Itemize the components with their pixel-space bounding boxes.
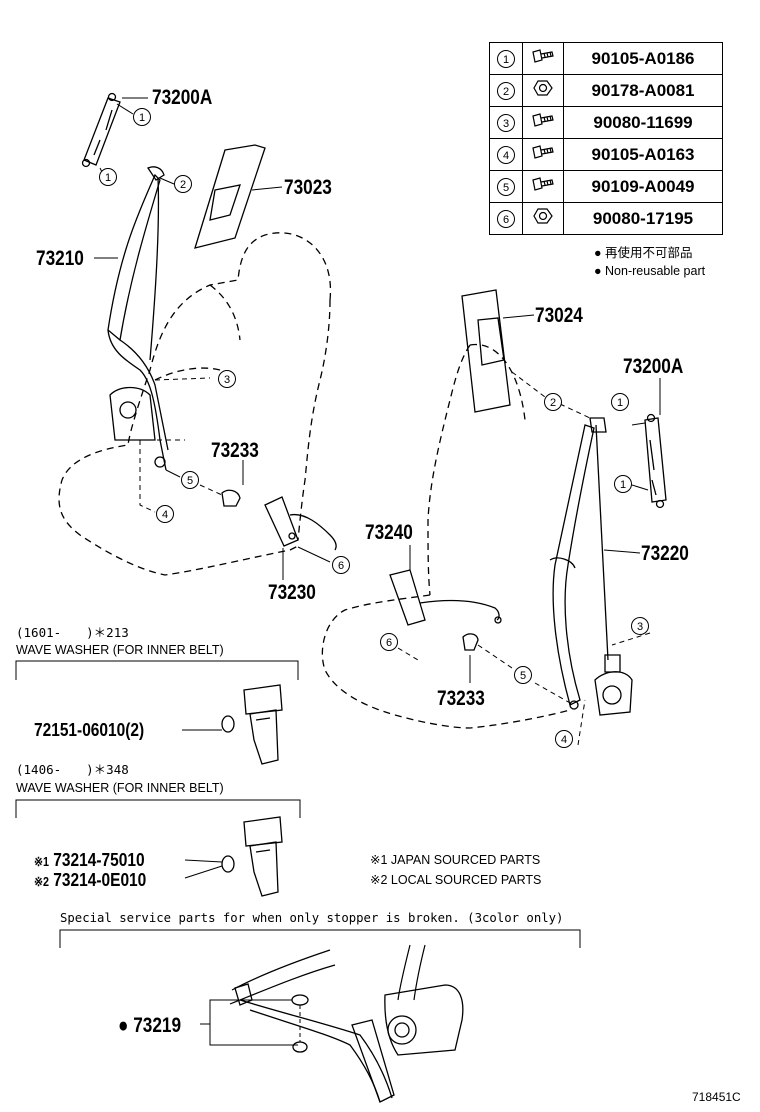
fastener-part-number: 90105-A0186: [563, 42, 723, 75]
label-73214b-row: ※2 73214-0E010: [34, 871, 146, 889]
callout-right-6: 6: [380, 633, 398, 651]
mark1-text: ※1: [34, 855, 49, 869]
bolt-icon: [522, 138, 564, 171]
label-72151: 72151-06010(2): [34, 720, 145, 740]
bolt-icon: [522, 106, 564, 139]
bolt-icon: [522, 170, 564, 203]
fastener-index-cell: 6: [489, 202, 523, 235]
label-73214a-row: ※1 73214-75010: [34, 851, 145, 869]
left-pillar-cover: [194, 144, 266, 249]
section3-bracket: [59, 929, 581, 948]
fastener-index: 5: [497, 177, 515, 196]
non-reusable-en-text: Non-reusable part: [605, 264, 706, 278]
fastener-row: 2 90178-A0081: [489, 74, 723, 107]
callout-right-5: 5: [514, 666, 532, 684]
callout-left-4: 4: [156, 505, 174, 523]
label-73219-row: ● 73219: [118, 1014, 182, 1037]
nut-icon: [522, 74, 564, 107]
callout-left-1a: 1: [133, 108, 151, 126]
fastener-index-cell: 3: [489, 106, 523, 139]
section1-code: (1601- )＊213: [16, 625, 129, 640]
section1-bracket: [15, 660, 299, 680]
diagram-id: 718451C: [692, 1090, 741, 1104]
callout-left-1b: 1: [99, 168, 117, 186]
label-73200a-right: 73200A: [623, 355, 684, 378]
right-leader-lines: [409, 314, 661, 683]
callout-left-6: 6: [332, 556, 350, 574]
fastener-index: 6: [497, 209, 515, 228]
fastener-index-cell: 2: [489, 74, 523, 107]
fastener-row: 1 90105-A0186: [489, 42, 723, 75]
callout-right-1b: 1: [614, 475, 632, 493]
fastener-index: 2: [497, 81, 515, 100]
callout-right-3: 3: [631, 617, 649, 635]
nut-icon: [522, 202, 564, 235]
label-73233-right: 73233: [437, 687, 485, 710]
fastener-part-number: 90178-A0081: [563, 74, 723, 107]
fastener-part-number: 90080-11699: [563, 106, 723, 139]
section2-title: WAVE WASHER (FOR INNER BELT): [16, 781, 224, 795]
section1-title: WAVE WASHER (FOR INNER BELT): [16, 643, 224, 657]
section3-bracket-lines: [200, 999, 298, 1046]
label-73210: 73210: [36, 247, 84, 270]
left-dashed-leaders: [130, 377, 223, 513]
left-buckle-parts: [221, 489, 337, 551]
left-seat-outline: [58, 232, 332, 576]
right-dashed-leaders: [397, 371, 651, 746]
fastener-part-number: 90105-A0163: [563, 138, 723, 171]
label-73230: 73230: [268, 581, 316, 604]
left-height-adjuster: [81, 92, 121, 168]
fastener-index-cell: 1: [489, 42, 523, 75]
special-service-note: Special service parts for when only stop…: [60, 911, 564, 925]
label-73214b: 73214-0E010: [53, 870, 147, 890]
label-73219: 73219: [133, 1014, 182, 1037]
fastener-row: 6 90080-17195: [489, 202, 723, 235]
left-seat-belt-assembly: [107, 166, 169, 471]
legend-local-sourced: ※2 LOCAL SOURCED PARTS: [370, 873, 542, 887]
section3-stopper-assembly: [229, 944, 464, 1103]
callout-right-2: 2: [544, 393, 562, 411]
right-buckle-parts: [389, 569, 502, 651]
fastener-index: 1: [497, 49, 515, 68]
non-reusable-note-jp: ● 再使用不可部品: [594, 246, 693, 260]
label-73240: 73240: [365, 521, 413, 544]
fastener-table: 1 90105-A0186 2 90178-A0081 3 90080-11699 4 901…: [489, 42, 723, 235]
section2-code: (1406- )＊348: [16, 762, 129, 777]
legend-japan-sourced: ※1 JAPAN SOURCED PARTS: [370, 853, 541, 867]
right-seat-outline: [321, 343, 571, 729]
left-leader-lines: [94, 97, 331, 580]
mark2-text: ※2: [34, 875, 49, 889]
fastener-index-cell: 5: [489, 170, 523, 203]
fastener-row: 4 90105-A0163: [489, 138, 723, 171]
label-73214a: 73214-75010: [53, 850, 145, 870]
non-reusable-note-en: ● Non-reusable part: [594, 264, 706, 278]
label-73024: 73024: [535, 304, 583, 327]
callout-left-5: 5: [181, 471, 199, 489]
fastener-row: 3 90080-11699: [489, 106, 723, 139]
label-73023: 73023: [284, 176, 332, 199]
right-pillar-cover: [461, 289, 511, 413]
label-73200a-left: 73200A: [152, 86, 213, 109]
callout-right-4: 4: [555, 730, 573, 748]
section1-buckle: [182, 684, 283, 765]
fastener-row: 5 90109-A0049: [489, 170, 723, 203]
bolt-icon: [522, 42, 564, 75]
fastener-index: 3: [497, 113, 515, 132]
fastener-index-cell: 4: [489, 138, 523, 171]
section2-bracket: [15, 799, 301, 818]
right-height-adjuster: [644, 413, 667, 509]
non-reusable-jp-text: 再使用不可部品: [605, 246, 693, 260]
section2-buckle: [184, 816, 283, 897]
callout-right-1a: 1: [611, 393, 629, 411]
fastener-index: 4: [497, 145, 515, 164]
label-73220: 73220: [641, 542, 689, 565]
callout-left-3: 3: [218, 370, 236, 388]
fastener-part-number: 90109-A0049: [563, 170, 723, 203]
right-seat-belt-assembly: [549, 417, 633, 716]
callout-left-2: 2: [174, 175, 192, 193]
label-73233-left: 73233: [211, 439, 259, 462]
fastener-part-number: 90080-17195: [563, 202, 723, 235]
